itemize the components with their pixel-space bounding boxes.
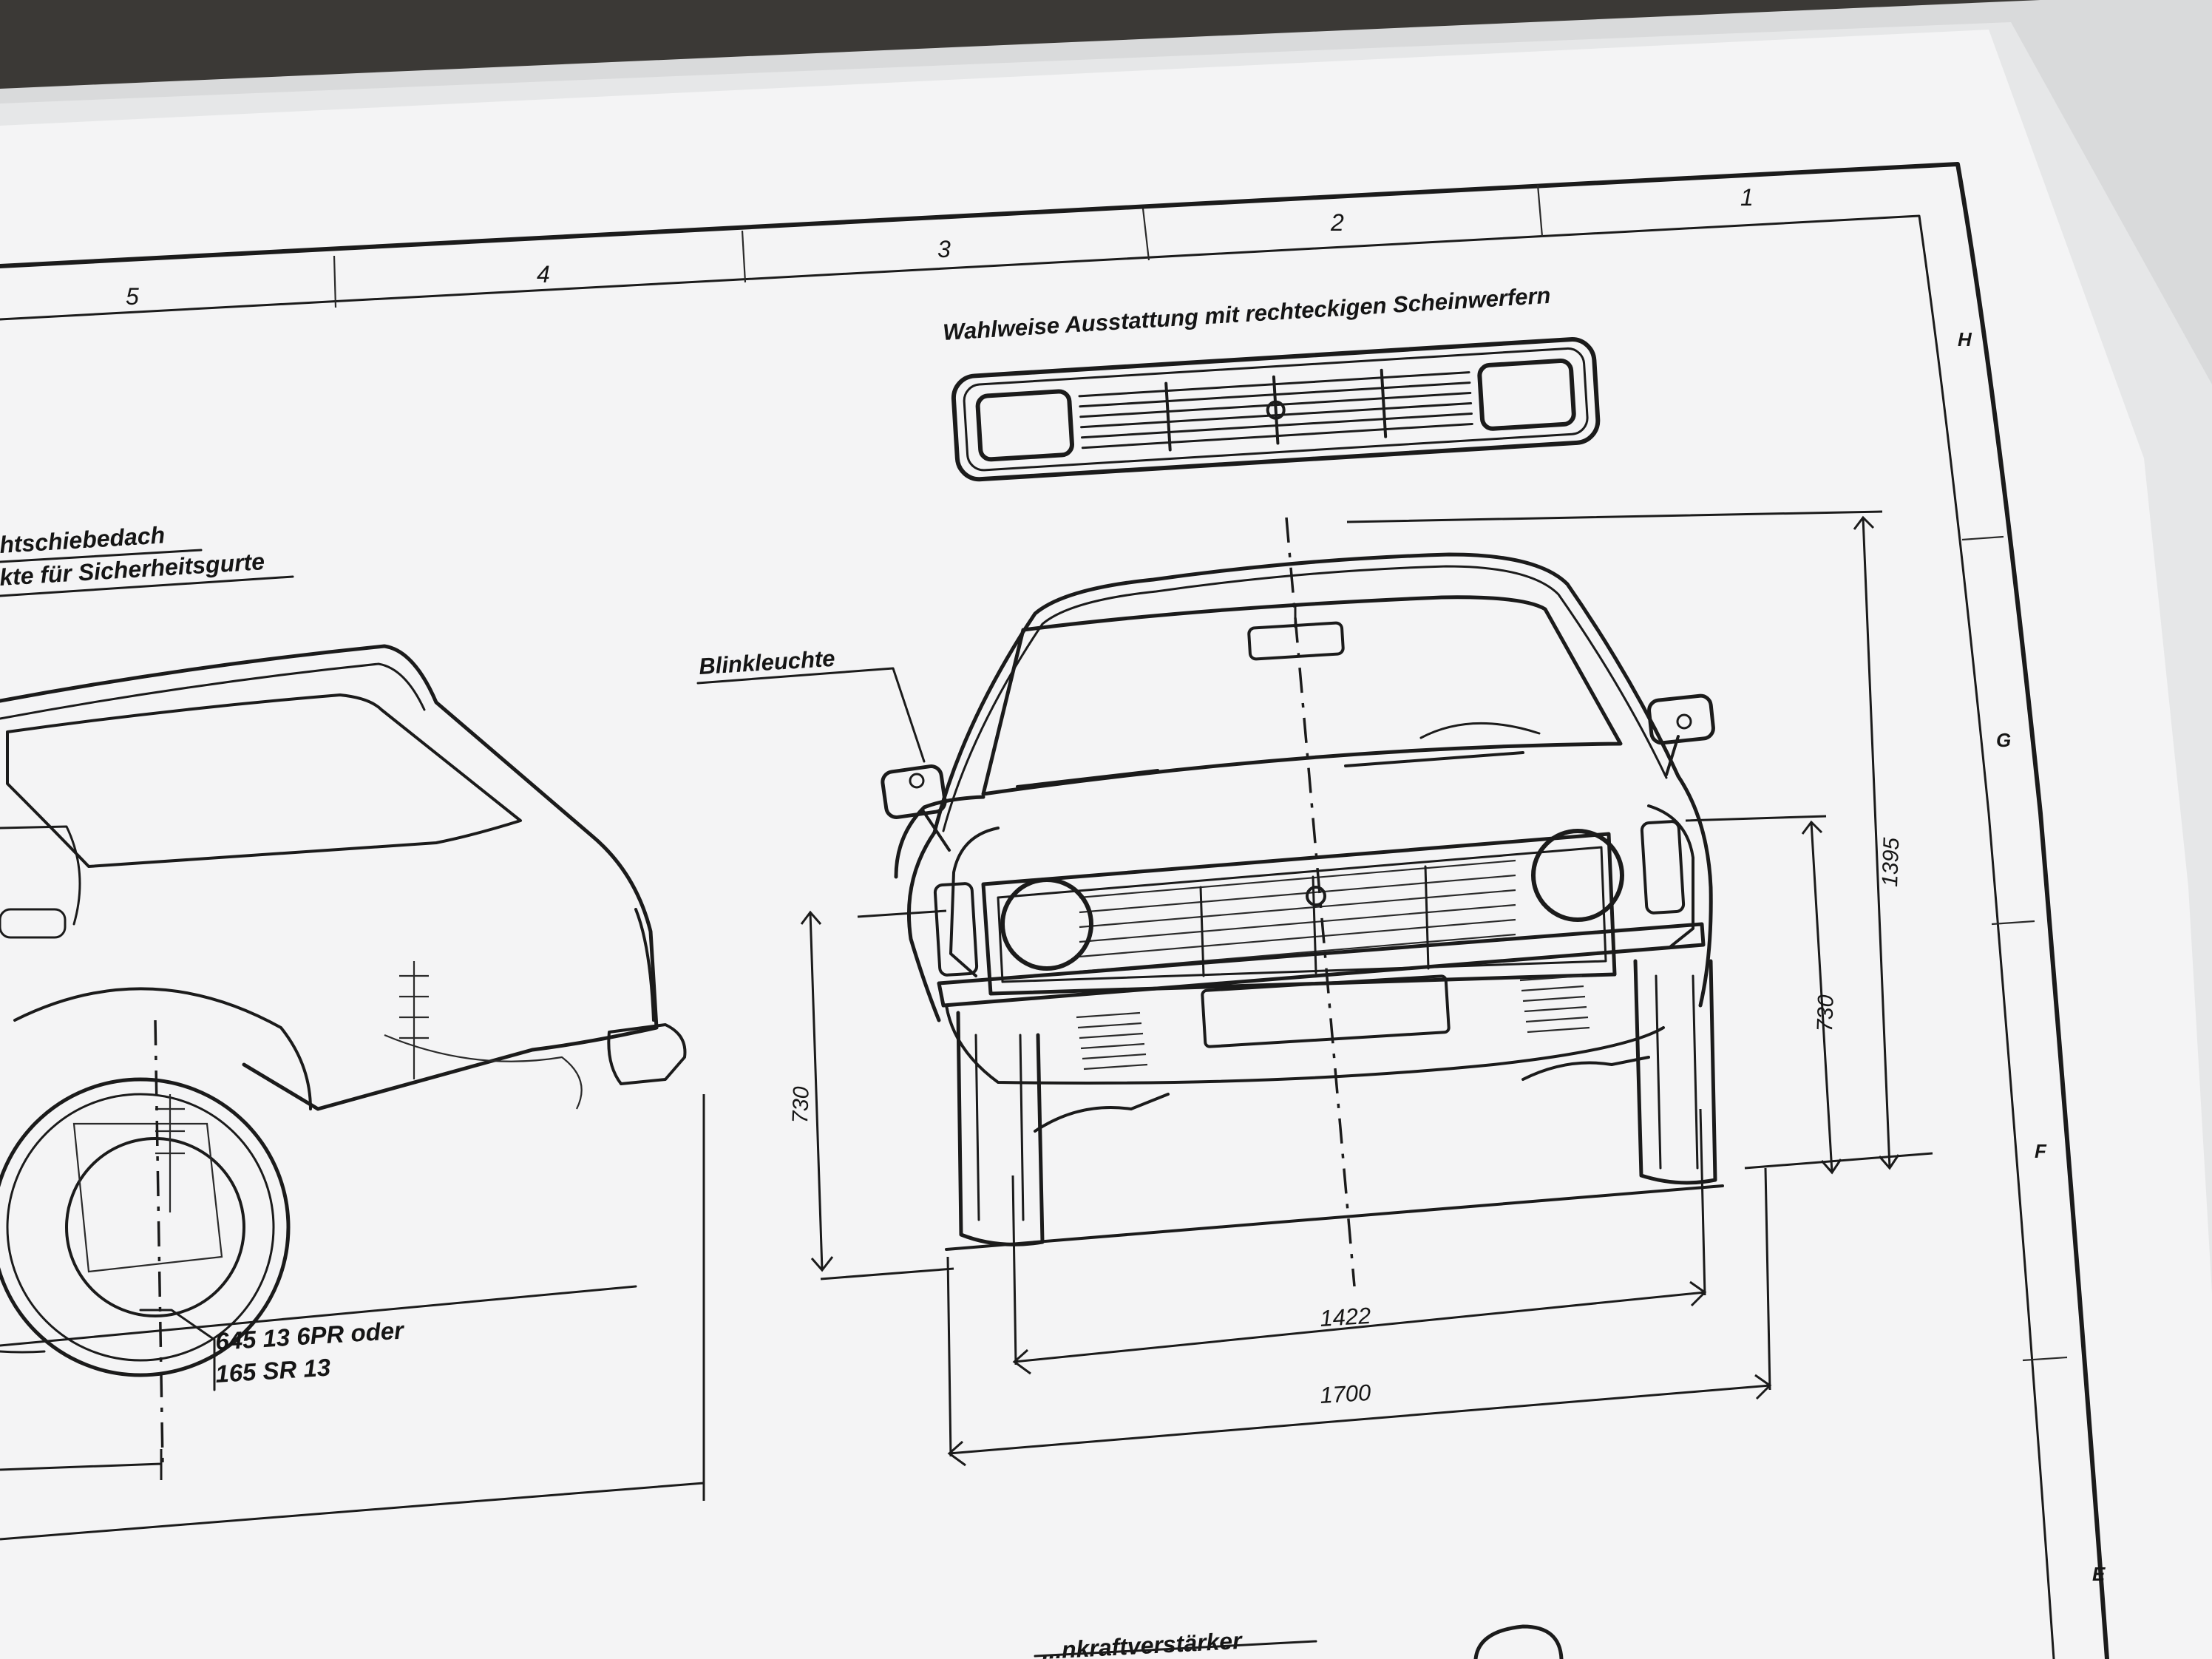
zone-letter-g: G — [1996, 729, 2011, 751]
rectangular-headlamp-grille — [951, 337, 1601, 482]
zone-number-3: 3 — [937, 236, 951, 262]
bottom-part-sketch — [1473, 1624, 1564, 1659]
zone-letter-e: E — [2092, 1563, 2106, 1585]
car-side-view — [0, 644, 687, 1465]
side-dimension-lines — [0, 1094, 705, 1541]
tire-leader-line — [139, 1309, 216, 1391]
zone-number-5: 5 — [126, 283, 139, 310]
car-front-view — [881, 517, 1724, 1287]
note-underline-1 — [0, 549, 203, 563]
zone-letter-h: H — [1958, 328, 1972, 350]
dim-overall-height: 1395 — [1878, 837, 1904, 887]
dim-left-height: 730 — [788, 1086, 814, 1124]
zone-number-2: 2 — [1330, 209, 1344, 236]
zone-letter-column: H G F E — [1958, 328, 2106, 1585]
drawing-frame — [0, 162, 2109, 1659]
license-plate — [1201, 974, 1451, 1048]
zone-number-4: 4 — [537, 261, 550, 288]
front-dimension-lines — [800, 510, 1933, 1467]
headlamp-right — [1531, 829, 1624, 922]
dim-overall-width: 1700 — [1319, 1380, 1371, 1408]
zone-number-row: 5 4 3 2 1 — [126, 184, 1754, 310]
dim-right-height: 730 — [1813, 994, 1839, 1032]
bottom-caption-underline — [1034, 1640, 1317, 1658]
zone-letter-f: F — [2035, 1140, 2047, 1162]
headlamp-left — [1000, 878, 1093, 971]
zone-number-1: 1 — [1740, 184, 1754, 211]
blueprint-sheet — [0, 30, 2212, 1659]
dim-track: 1422 — [1319, 1303, 1371, 1331]
note-underline-2 — [0, 575, 294, 597]
turn-signal-leader — [696, 667, 926, 763]
